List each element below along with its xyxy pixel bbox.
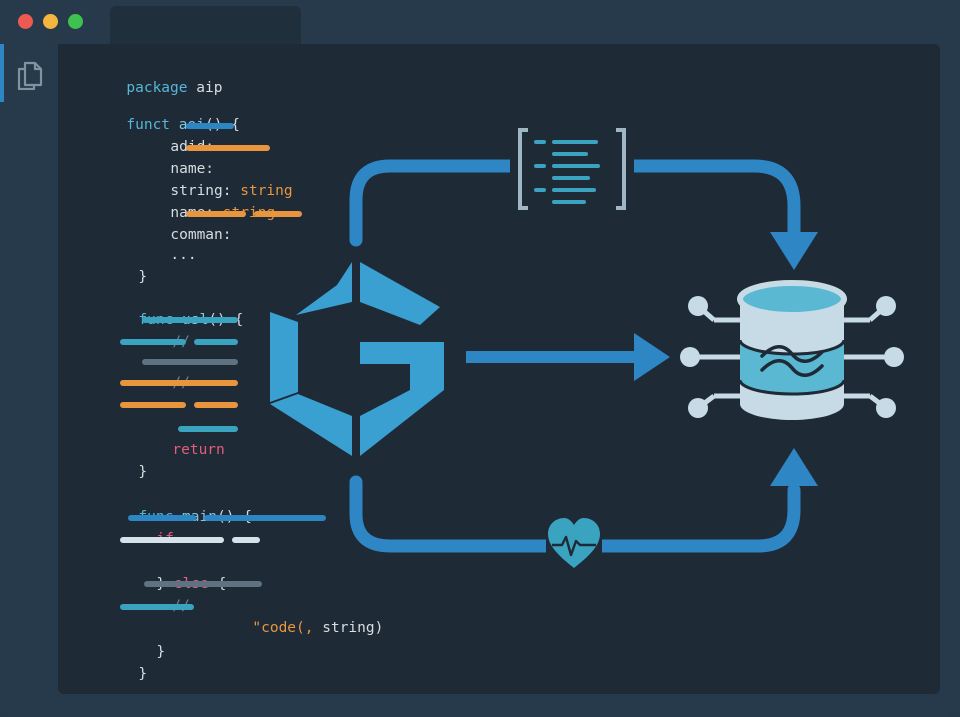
code-placeholder-bar [178, 426, 238, 432]
editor-tab[interactable] [110, 6, 301, 46]
code-placeholder-bar [120, 537, 224, 543]
code-placeholder-bar [142, 359, 238, 365]
code-line-close: } [86, 641, 147, 682]
code-line-package: package aip [74, 55, 222, 96]
code-placeholder-bar [186, 123, 234, 129]
type-name: string) [322, 620, 384, 636]
code-line-code-string: "code(, string) [200, 595, 383, 636]
field-key: string: [170, 183, 232, 199]
code-line-close: } [104, 619, 165, 660]
go-logo-icon [270, 262, 444, 456]
arrow-down-head [770, 232, 818, 270]
maximize-window-button[interactable] [68, 14, 83, 29]
code-placeholder-bar [144, 581, 262, 587]
code-placeholder-bar [120, 380, 238, 386]
minimize-window-button[interactable] [43, 14, 58, 29]
code-placeholder-bar [194, 339, 238, 345]
code-placeholder-bar [120, 339, 186, 345]
close-brace: } [138, 269, 148, 285]
close-brace: } [156, 644, 166, 660]
active-indicator [0, 44, 4, 102]
code-line-close: } [86, 439, 147, 480]
flow-bottom-path [349, 475, 801, 553]
code-placeholder-bar [128, 515, 196, 521]
code-line-field: string: string [118, 158, 292, 199]
code-placeholder-bar [142, 317, 238, 323]
code-line-close: } [86, 244, 147, 285]
files-icon[interactable] [16, 60, 44, 90]
code-line-ellipsis: ... [118, 222, 196, 263]
heartbeat-icon [546, 518, 602, 574]
code-placeholder-bar [186, 211, 246, 217]
code-placeholder-bar [120, 604, 194, 610]
keyword-return: return [172, 442, 225, 458]
ellipsis: ... [170, 247, 197, 263]
code-placeholder-bar [186, 145, 270, 151]
code-placeholder-bar [194, 402, 238, 408]
code-editor[interactable]: package aip funct aoi() { adid: name: st… [58, 44, 940, 694]
database-icon [680, 280, 904, 420]
code-placeholder-bar [254, 211, 302, 217]
keyword-package: package [126, 80, 188, 96]
document-brackets-icon [510, 128, 634, 210]
code-line-field: name: [118, 136, 214, 177]
func-name-main: main [182, 509, 217, 525]
code-line-return: return [120, 417, 224, 458]
close-brace: } [138, 464, 148, 480]
string-literal: "code(, [252, 620, 314, 636]
flow-top-path [349, 159, 801, 247]
field-type: string [240, 183, 293, 199]
keyword-funct: funct [126, 117, 171, 133]
close-brace: } [138, 666, 148, 682]
architecture-diagram [270, 128, 904, 574]
code-line-field: comman: [118, 202, 231, 243]
code-placeholder-bar [232, 537, 260, 543]
code-placeholder-bar [120, 402, 186, 408]
field-key: name: [170, 161, 215, 177]
arrow-right-head [634, 333, 670, 381]
code-placeholder-bar [204, 515, 326, 521]
arrow-up-head [770, 448, 818, 486]
close-window-button[interactable] [18, 14, 33, 29]
package-name: aip [196, 80, 223, 96]
field-key: comman: [170, 227, 232, 243]
arrow-right-shaft [466, 351, 648, 363]
field-type: string [222, 205, 276, 221]
activity-bar [0, 44, 58, 694]
